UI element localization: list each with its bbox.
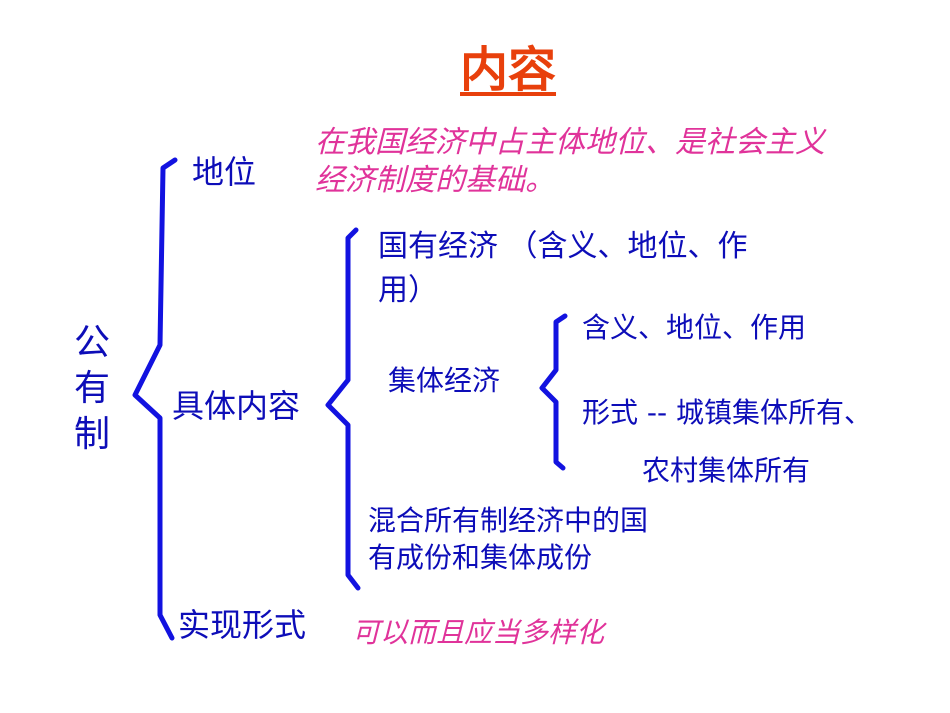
branch-status-label: 地位: [192, 153, 257, 191]
mixed-economy-line1: 混合所有制经济中的国: [368, 504, 649, 537]
main-label: 公有制: [74, 322, 111, 455]
state-economy-line1: 国有经济 （含义、地位、作: [378, 229, 748, 264]
status-note-line2: 经济制度的基础。: [315, 163, 555, 198]
collective-item-meaning: 含义、地位、作用: [582, 311, 807, 344]
collective-economy-label: 集体经济: [388, 364, 501, 397]
collective-bracket: [539, 313, 568, 471]
branch-realization-label: 实现形式: [178, 606, 307, 644]
status-note-line1: 在我国经济中占主体地位、是社会主义: [315, 125, 825, 160]
main-bracket: [132, 157, 178, 641]
collective-item-forms: 形式 -- 城镇集体所有、: [582, 396, 873, 429]
content-bracket: [325, 227, 361, 591]
realization-note: 可以而且应当多样化: [352, 616, 605, 649]
mixed-economy-line2: 有成份和集体成份: [368, 541, 593, 574]
branch-content-label: 具体内容: [172, 387, 301, 425]
collective-item-rural: 农村集体所有: [642, 454, 811, 487]
page-title: 内容: [460, 42, 557, 98]
state-economy-line2: 用）: [378, 273, 438, 308]
